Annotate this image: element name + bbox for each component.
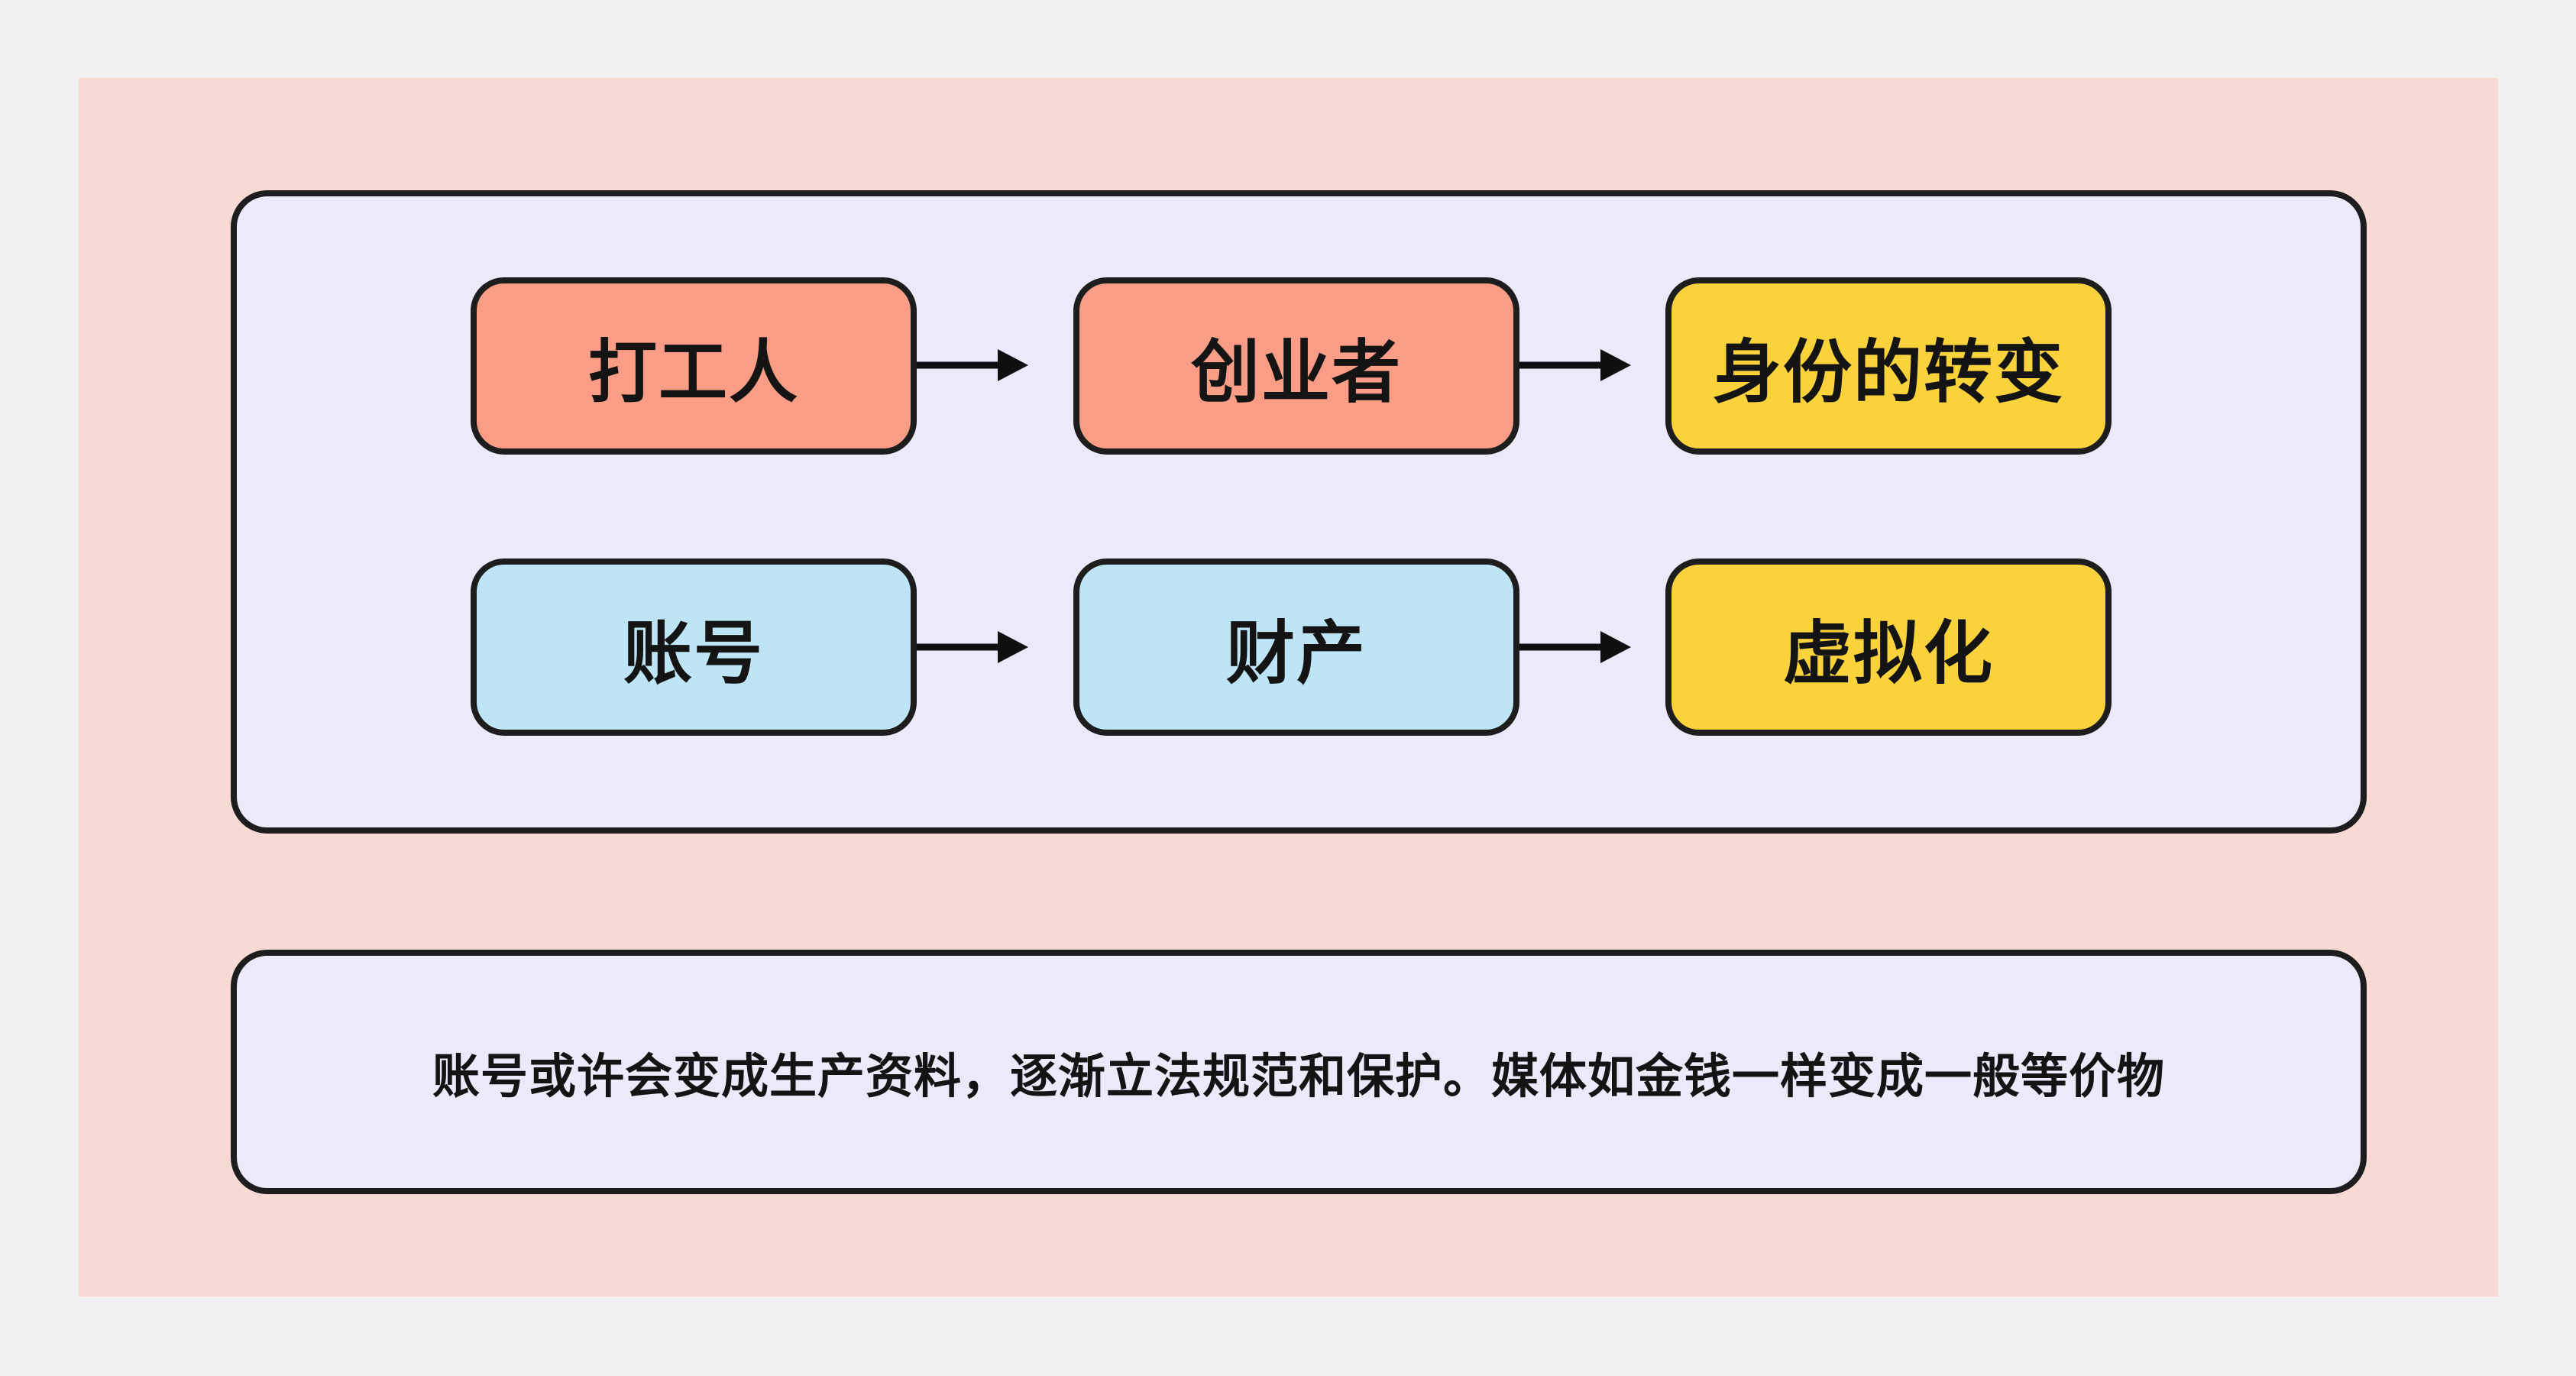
node-entrepreneur[interactable]: 创业者 <box>1073 277 1519 455</box>
right-arrow-icon[interactable] <box>917 630 1028 664</box>
node-label: 财产 <box>1226 616 1367 692</box>
note-text: 账号或许会变成生产资料，逐渐立法规范和保护。媒体如金钱一样变成一般等价物 <box>432 1051 2165 1103</box>
node-account[interactable]: 账号 <box>471 558 917 736</box>
node-virtualization[interactable]: 虚拟化 <box>1665 558 2112 736</box>
node-label: 虚拟化 <box>1783 616 1994 692</box>
right-arrow-icon[interactable] <box>1519 348 1631 382</box>
node-label: 创业者 <box>1191 335 1402 411</box>
note-container[interactable]: 账号或许会变成生产资料，逐渐立法规范和保护。媒体如金钱一样变成一般等价物 <box>231 950 2367 1194</box>
node-label: 身份的转变 <box>1713 335 2064 411</box>
node-label: 账号 <box>623 616 764 692</box>
node-worker[interactable]: 打工人 <box>471 277 917 455</box>
right-arrow-icon[interactable] <box>917 348 1028 382</box>
node-label: 打工人 <box>588 335 799 411</box>
node-property[interactable]: 财产 <box>1073 558 1519 736</box>
right-arrow-icon[interactable] <box>1519 630 1631 664</box>
node-identity-shift[interactable]: 身份的转变 <box>1665 277 2112 455</box>
